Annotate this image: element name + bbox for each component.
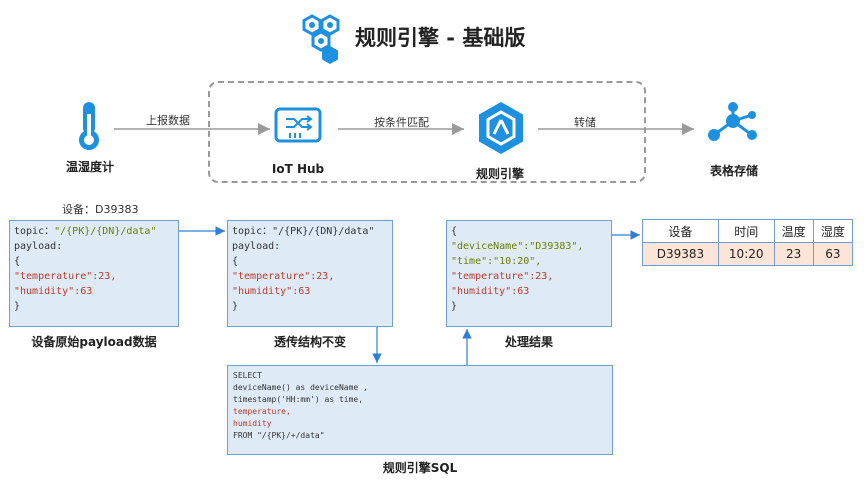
table-cell: 63	[812, 242, 854, 266]
table-header-cell: 湿度	[812, 219, 854, 243]
table-cell: D39383	[642, 242, 719, 266]
report-label: 上报数据	[146, 114, 190, 127]
topic-value: "/{PK}/{DN}/data"	[54, 226, 157, 237]
temperature-field: "temperature":23,	[232, 271, 335, 282]
rule-engine-icon	[479, 102, 523, 154]
temperature-field: "temperature":23,	[451, 271, 554, 282]
sql-line: SELECT	[233, 371, 262, 380]
topic-key: topic：	[14, 226, 55, 237]
table-header-cell: 设备	[642, 219, 719, 243]
raw-box-caption: 设备原始payload数据	[31, 335, 157, 349]
logo-icon	[302, 14, 340, 64]
device-label: 设备：D39383	[62, 203, 139, 216]
match-label: 按条件匹配	[374, 116, 429, 129]
hub-label: IoT Hub	[271, 162, 325, 176]
thermometer-icon	[79, 102, 99, 150]
table-row: D39383 10:20 23 63	[642, 242, 854, 266]
close-brace: }	[451, 301, 458, 312]
sql-line: timestamp('HH:mm') as time,	[233, 395, 364, 404]
page-title: 规则引擎 - 基础版	[355, 26, 526, 50]
passthrough-box-caption: 透传结构不变	[273, 335, 346, 349]
table-cell: 10:20	[717, 242, 775, 266]
store-label: 表格存储	[709, 164, 758, 178]
sensor-label: 温湿度计	[65, 160, 114, 174]
open-brace: {	[14, 256, 21, 267]
close-brace: }	[232, 301, 239, 312]
open-brace: {	[451, 226, 458, 237]
raw-payload-box: topic："/{PK}/{DN}/data" payload: { "temp…	[9, 220, 179, 327]
forward-label: 转储	[574, 116, 596, 129]
table-header-row: 设备 时间 温度 湿度	[642, 219, 854, 243]
open-brace: {	[232, 256, 239, 267]
close-brace: }	[14, 301, 21, 312]
topic-value: "/{PK}/{DN}/data"	[272, 226, 375, 237]
humidity-field: "humidity":63	[451, 286, 530, 297]
sql-box-caption: 规则引擎SQL	[382, 461, 458, 475]
payload-key: payload:	[14, 241, 63, 252]
result-table: 设备 时间 温度 湿度 D39383 10:20 23 63	[642, 219, 854, 266]
table-cell: 23	[773, 242, 814, 266]
cloud-region	[208, 81, 646, 183]
sql-line: deviceName() as deviceName ,	[233, 383, 368, 392]
table-header-cell: 温度	[773, 219, 814, 243]
table-header-cell: 时间	[717, 219, 775, 243]
sql-box: SELECT deviceName() as deviceName , time…	[227, 365, 613, 455]
time-field: "time":"10:20",	[451, 256, 542, 267]
sql-line: temperature,	[233, 407, 291, 416]
engine-label: 规则引擎	[475, 167, 524, 181]
temperature-field: "temperature":23,	[14, 271, 117, 282]
result-box: { "deviceName":"D39383", "time":"10:20",…	[446, 220, 612, 327]
payload-key: payload:	[232, 241, 281, 252]
iot-hub-icon	[274, 107, 322, 143]
device-name-field: "deviceName":"D39383",	[451, 241, 584, 252]
table-store-icon	[708, 102, 757, 141]
result-box-caption: 处理结果	[504, 335, 553, 349]
humidity-field: "humidity":63	[232, 286, 311, 297]
sql-line: FROM "/{PK}/+/data"	[233, 431, 325, 440]
passthrough-box: topic："/{PK}/{DN}/data" payload: { "temp…	[227, 220, 393, 327]
sql-line: humidity	[233, 419, 272, 428]
humidity-field: "humidity":63	[14, 286, 93, 297]
topic-key: topic：	[232, 226, 273, 237]
